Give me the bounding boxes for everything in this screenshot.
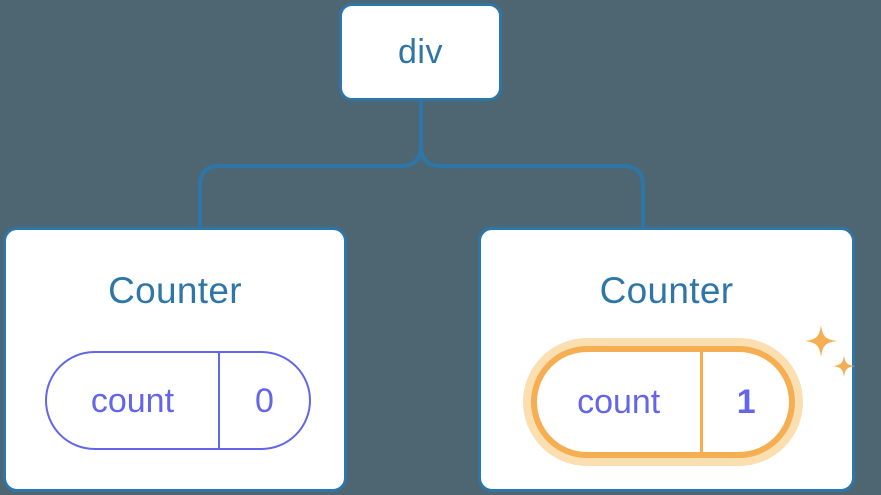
state-value-label: 0: [254, 381, 274, 420]
component-card-counter-right[interactable]: Counter count 1: [478, 227, 855, 492]
state-pill-inner: count 1: [537, 352, 789, 452]
state-key-label: count: [90, 381, 175, 420]
state-pill-count[interactable]: count 0: [45, 351, 311, 450]
state-key-label: count: [577, 383, 661, 421]
state-key-cell: count: [47, 353, 220, 448]
state-value-label: 1: [736, 383, 756, 421]
root-node-div[interactable]: div: [339, 3, 502, 101]
state-pill-count-highlighted[interactable]: count 1: [523, 338, 803, 466]
component-title: Counter: [108, 270, 242, 311]
sparkle-icon: [805, 325, 855, 378]
component-title: Counter: [599, 270, 734, 311]
state-value-cell: 0: [220, 353, 309, 448]
state-value-cell: 1: [703, 352, 789, 452]
component-card-counter-left[interactable]: Counter count 0: [3, 227, 347, 492]
state-key-cell: count: [537, 352, 704, 452]
root-node-label: div: [398, 33, 443, 71]
